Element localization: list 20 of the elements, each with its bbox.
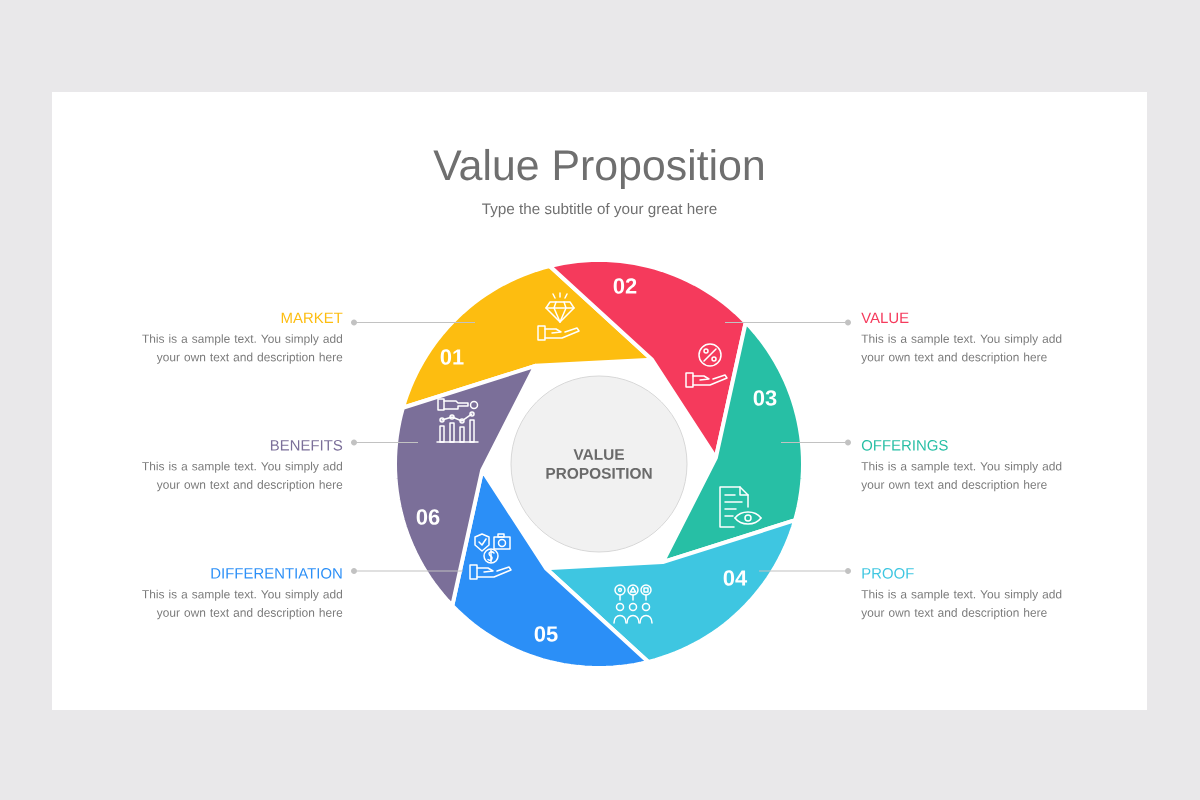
description-text: This is a sample text. You simply add your own text and description here	[142, 589, 343, 620]
ring-segment: 03	[660, 320, 805, 565]
description-text: This is a sample text. You simply add your own text and description here	[142, 334, 343, 364]
leader-line	[356, 321, 476, 324]
leader-line	[356, 441, 419, 444]
heading: BENEFITS	[270, 440, 343, 451]
heading: DIFFERENTIATION	[211, 568, 342, 579]
title: Value Proposition	[433, 148, 763, 189]
heading: OFFERINGS	[861, 440, 948, 451]
leader-line	[724, 321, 846, 324]
heading: PROOF	[862, 568, 914, 579]
description-text: This is a sample text. You simply add your own text and description here	[861, 461, 1062, 492]
heading: MARKET	[281, 312, 343, 323]
heading: VALUE	[861, 312, 909, 324]
leader-line	[780, 441, 846, 444]
description-text: This is a sample text. You simply add your own text and description here	[861, 589, 1062, 620]
description-text: This is a sample text. You simply add your own text and description here	[142, 461, 343, 492]
subtitle: Type the subtitle of your great here	[482, 202, 717, 218]
description-text: This is a sample text. You simply add your own text and description here	[861, 334, 1062, 364]
leader-line	[356, 570, 464, 572]
